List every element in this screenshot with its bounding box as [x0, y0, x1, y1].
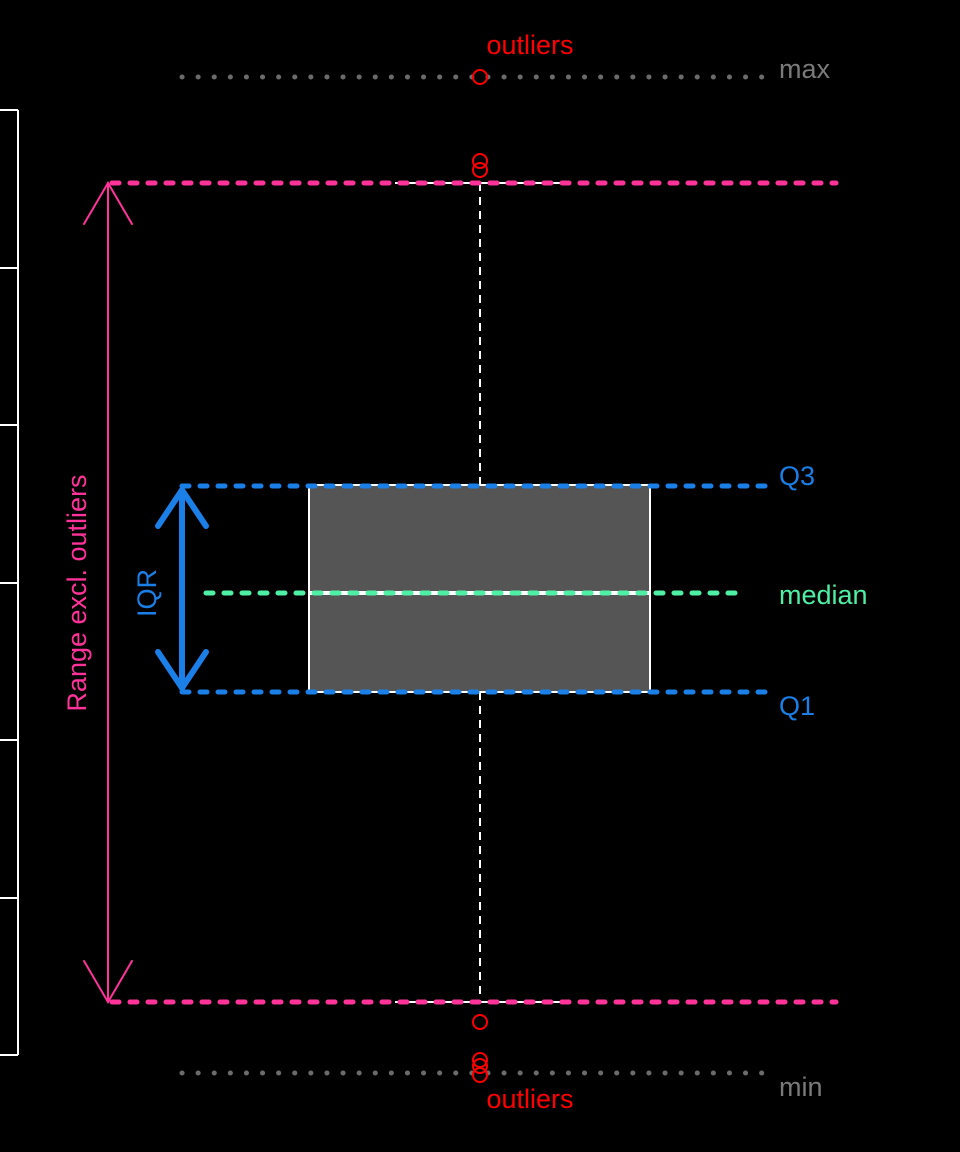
outliers-bottom-label: outliers — [486, 1084, 573, 1114]
outlier-point — [472, 153, 488, 169]
iqr-label: IQR — [132, 569, 162, 617]
range-arrow — [83, 181, 133, 1004]
y-axis — [0, 109, 19, 1056]
outlier-point — [472, 69, 488, 85]
iqr-arrow — [155, 487, 209, 691]
outlier-point — [472, 162, 488, 178]
iqr-box — [308, 484, 651, 693]
outlier-point — [472, 1014, 488, 1030]
max-label: max — [779, 54, 831, 84]
q1-label: Q1 — [779, 691, 815, 721]
range-label: Range excl. outliers — [62, 474, 92, 711]
outlier-point — [472, 1067, 488, 1083]
min-label: min — [779, 1072, 823, 1102]
outliers-top-label: outliers — [486, 30, 573, 60]
median-label: median — [779, 580, 868, 610]
outlier-points — [472, 69, 488, 1083]
outlier-point — [472, 1058, 488, 1074]
q3-label: Q3 — [779, 461, 815, 491]
